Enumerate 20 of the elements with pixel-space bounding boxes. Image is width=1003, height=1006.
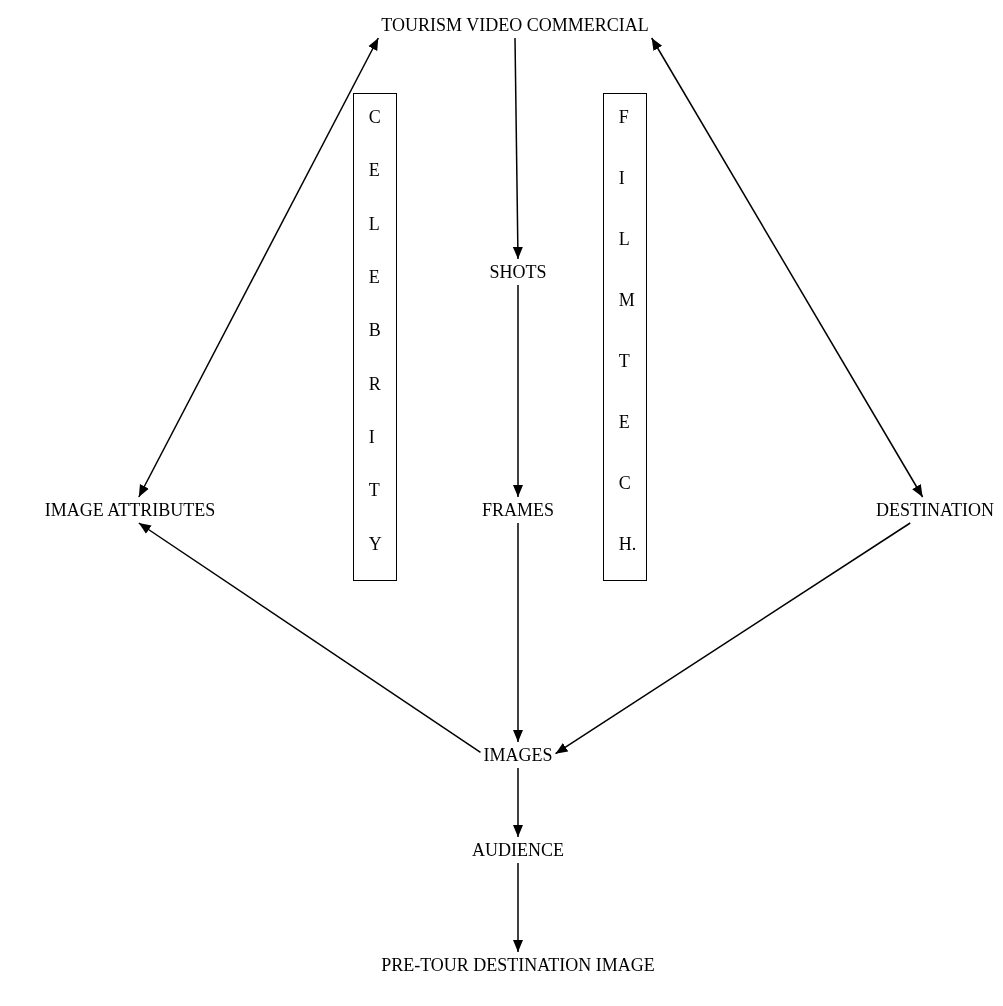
arrow xyxy=(554,522,911,755)
arrow xyxy=(513,862,523,953)
node-text: SHOTS xyxy=(486,259,550,285)
node-text: FRAMES xyxy=(479,497,557,523)
node-text: IMAGE ATTRIBUTES xyxy=(41,497,219,523)
node-text: IMAGES xyxy=(480,742,556,768)
arrow xyxy=(650,37,924,498)
arrow xyxy=(513,767,523,838)
arrow xyxy=(513,522,523,743)
node-text: AUDIENCE xyxy=(469,837,567,863)
arrow xyxy=(513,284,523,498)
arrow xyxy=(138,37,380,498)
text-box xyxy=(353,93,397,581)
arrow xyxy=(512,37,523,260)
node-text: TOURISM VIDEO COMMERCIAL xyxy=(378,12,652,38)
node-text: PRE-TOUR DESTINATION IMAGE xyxy=(378,952,658,978)
arrow xyxy=(138,522,482,754)
vertical-text: CELEBRITY xyxy=(368,105,382,556)
node-text: DESTINATION xyxy=(873,497,997,523)
text-box xyxy=(603,93,647,581)
